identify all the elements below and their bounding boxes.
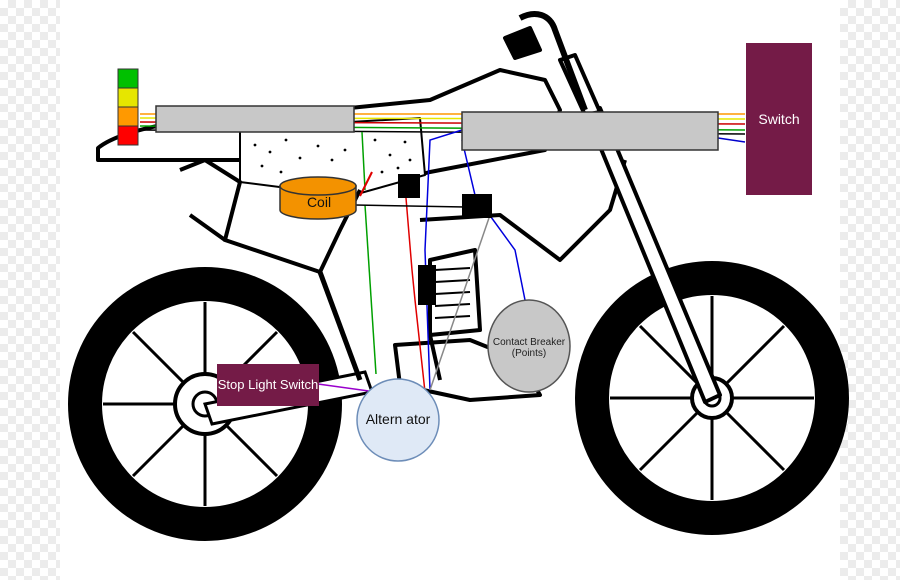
connector-block-2 [462, 194, 492, 218]
left-transparent-margin [0, 0, 60, 580]
yellow-light [117, 87, 139, 108]
coil [279, 176, 357, 220]
indicator-lights [117, 68, 139, 146]
stop-light-switch-label: Stop Light Switch [217, 364, 319, 406]
right-transparent-margin [840, 0, 900, 580]
green-light [117, 68, 139, 89]
red-light [117, 125, 139, 146]
contact-breaker [487, 299, 571, 393]
seat-texture [253, 138, 412, 174]
rear-grey-bar [155, 105, 355, 133]
connector-block-3 [418, 265, 436, 305]
connectors [398, 174, 492, 305]
front-grey-bar [461, 111, 719, 151]
switch-label: Switch [746, 43, 812, 195]
alternator-label: Altern ator [365, 410, 431, 427]
contact-breaker-label: Contact Breaker (Points) [492, 336, 566, 360]
coil-label: Coil [306, 193, 332, 210]
connector-block-1 [398, 174, 420, 198]
alternator [356, 378, 440, 462]
orange-light [117, 106, 139, 127]
